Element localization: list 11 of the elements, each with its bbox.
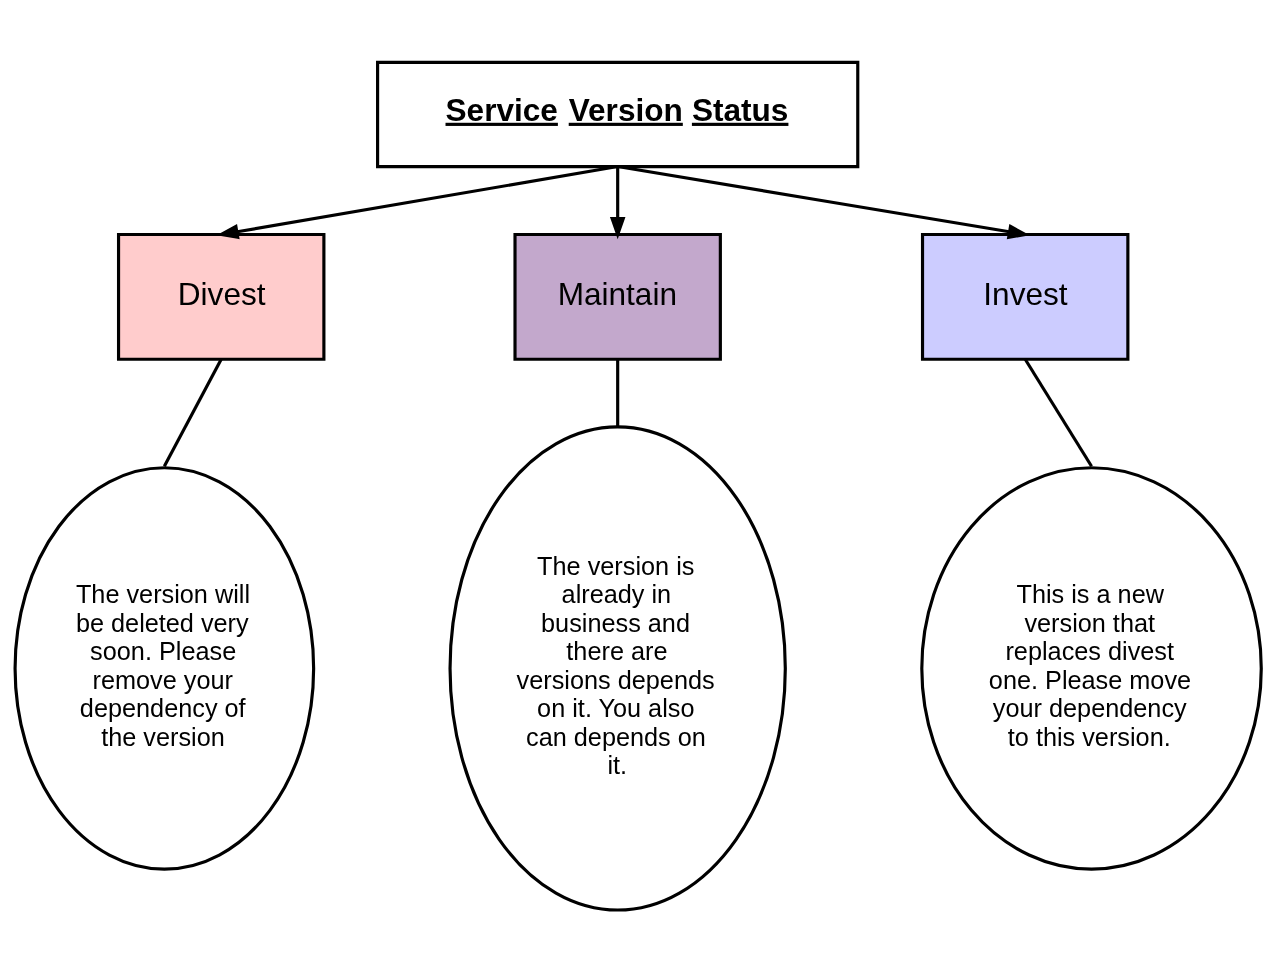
connector — [616, 358, 620, 427]
node-box: Invest — [920, 232, 1130, 361]
node-ellipse: The version will be deleted very soon. Please remove your dependency of the version — [13, 465, 316, 871]
node-ellipse: The version is already in business and there are versions depends on it. You also can depends on it. — [448, 424, 787, 912]
connector — [1023, 357, 1093, 467]
connector — [162, 358, 223, 467]
node-box: Maintain — [513, 232, 722, 361]
node-box: Divest — [116, 232, 326, 361]
arrow — [609, 166, 626, 239]
node-ellipse: This is a new version that replaces divest one. Please move your dependency to this version. — [920, 465, 1263, 871]
node-box: Service Version Status — [376, 60, 860, 168]
